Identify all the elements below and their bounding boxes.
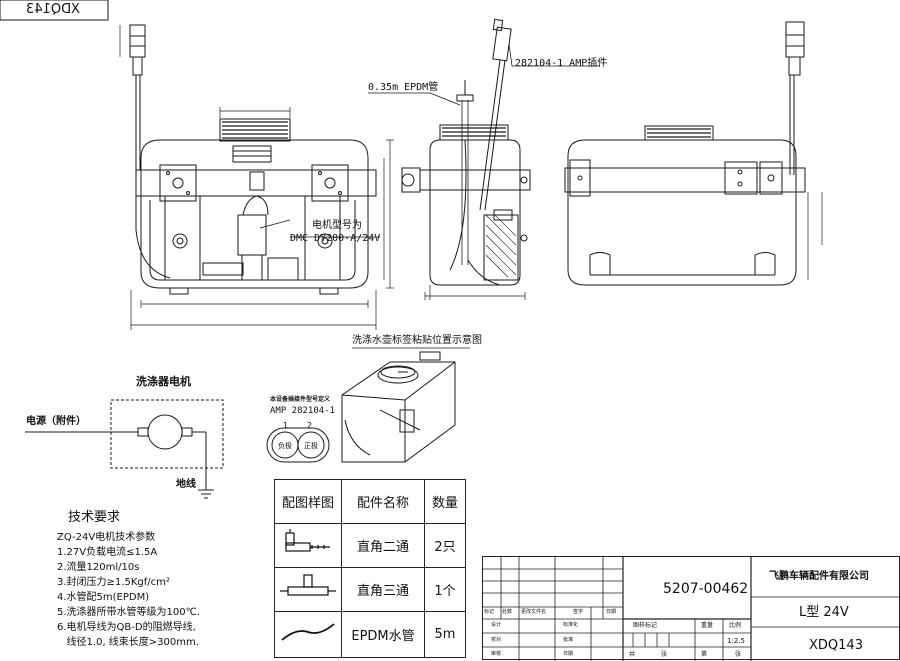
title-block: 5207-00462 飞鹏车辆配件有限公司 L型 24V XDQ143 1:2.… — [482, 556, 900, 661]
header-name: 配件名称 — [341, 479, 425, 524]
header-image: 配图样图 — [274, 479, 342, 524]
motor-schematic — [25, 399, 224, 499]
tech-line: ZQ-24V电机技术参数 — [57, 532, 156, 543]
tech-line: 3.封闭压力≥1.5Kgf/cm² — [57, 577, 170, 588]
title-scale: 1:2.5 — [727, 637, 745, 645]
tb-cell: 第 — [701, 651, 708, 658]
tb-cell: 张 — [661, 651, 668, 658]
tech-line: 2.流量120ml/10s — [57, 562, 140, 573]
front-view — [130, 107, 394, 330]
elbow-connector-icon — [274, 523, 342, 568]
side-view — [401, 18, 531, 300]
title-code: XDQ143 — [809, 638, 863, 653]
tb-cell: 签字 — [573, 609, 584, 615]
parts-table-header: 配图样图 配件名称 数量 — [274, 479, 466, 524]
isometric-view — [341, 351, 456, 463]
connector-pin1-number: 1 — [283, 421, 289, 430]
tee-connector-icon — [274, 567, 342, 612]
part-qty: 1个 — [424, 567, 466, 612]
title-drawing-number: 5207-00462 — [663, 581, 749, 597]
table-row: EPDM水管 5m — [274, 611, 466, 658]
tech-line: 6.电机导线为QB-D的阻燃导线, — [57, 622, 196, 633]
rear-view — [564, 21, 823, 286]
drawing-number-mirrored: XDQ143 — [26, 2, 80, 17]
part-name: EPDM水管 — [341, 611, 425, 658]
parts-table: 配图样图 配件名称 数量 直角二通 2只 — [274, 479, 466, 658]
tb-cell: 张 — [735, 651, 742, 658]
tb-cell: 日期 — [563, 651, 574, 657]
tech-line: 5.洗涤器所带水管等级为100℃. — [57, 607, 201, 618]
label-position-title: 洗涤水壶标签粘贴位置示意图 — [352, 335, 482, 346]
tech-requirements-title: 技术要求 — [68, 510, 121, 525]
tb-cell: 图样标记 — [633, 622, 658, 629]
epdm-hose-icon — [274, 611, 342, 658]
tb-cell: 审核 — [491, 651, 502, 657]
tb-cell: 设计 — [491, 622, 502, 628]
tb-cell: 标记 — [484, 609, 495, 615]
part-name: 直角三通 — [341, 567, 425, 612]
tech-line: 线径1.0, 线束长度>300mm. — [57, 637, 199, 648]
epdm-pipe-callout: 0.35m EPDM管 — [368, 82, 439, 93]
connector-pin2-number: 2 — [307, 421, 313, 430]
part-qty: 5m — [424, 611, 466, 658]
title-block-grid — [483, 557, 900, 661]
amp-plug-callout: 282104-1 AMP插件 — [515, 58, 608, 69]
tb-cell: 重量 — [701, 622, 714, 629]
connector-pin1-label: 负极 — [278, 442, 292, 450]
tb-cell: 更改文件名 — [521, 609, 547, 615]
tech-line: 4.水管配5m(EPDM) — [57, 592, 150, 603]
tb-cell: 批准 — [563, 637, 574, 643]
tb-cell: 校对 — [491, 637, 502, 643]
part-name: 直角二通 — [341, 523, 425, 568]
tb-cell: 日期 — [606, 609, 617, 615]
tb-cell: 比例 — [729, 622, 742, 629]
connector-pin2-label: 正极 — [304, 442, 318, 450]
title-company: 飞鹏车辆配件有限公司 — [769, 571, 869, 582]
tb-cell: 标准化 — [563, 622, 579, 628]
connector-model: AMP 282104-1 — [270, 406, 336, 416]
tb-cell: 共 — [629, 651, 636, 658]
motor-model: DMC DY200-A/24V — [290, 233, 381, 244]
tb-cell: 处数 — [502, 609, 513, 615]
motor-model-title: 电机型号为 — [312, 220, 362, 231]
motor-title: 洗涤器电机 — [136, 375, 191, 388]
power-label: 电源（附件） — [26, 416, 86, 427]
connector-face — [266, 427, 330, 463]
table-row: 直角二通 2只 — [274, 523, 466, 568]
ground-label: 地线 — [176, 479, 196, 490]
part-qty: 2只 — [424, 523, 466, 568]
title-product: L型 24V — [799, 605, 849, 620]
table-row: 直角三通 1个 — [274, 567, 466, 612]
tech-line: 1.27V负载电流≤1.5A — [57, 547, 158, 558]
header-qty: 数量 — [424, 479, 466, 524]
connector-note: 本设备插接件型号定义 — [270, 396, 331, 403]
drawing-number-box — [0, 0, 109, 21]
left-harness — [119, 24, 146, 230]
